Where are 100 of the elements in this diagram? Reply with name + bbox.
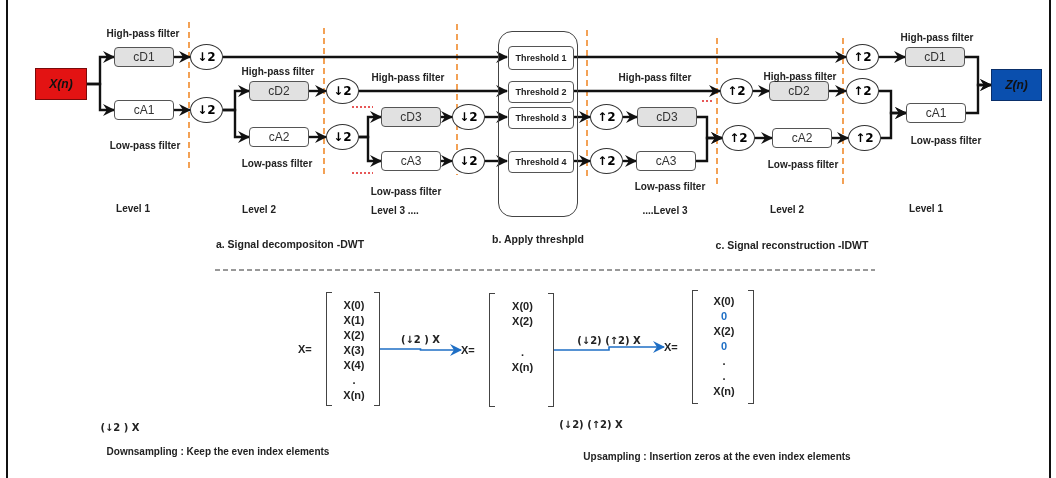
node-label: cD2 [268,84,290,98]
coefficient-box [906,103,966,123]
node-label: Threshold 1 [515,53,567,63]
filter-label: Low-pass filter [634,180,706,193]
node-label: cD3 [400,110,422,124]
threshold-box [508,81,574,103]
coefficient-box [772,128,832,148]
arrow [309,131,327,143]
arrow [832,132,849,144]
arrow [881,107,907,140]
downsampler-ellipse [326,124,359,150]
equals-sign: X= [298,343,312,355]
arrow [623,111,638,123]
node-label: cD2 [788,84,810,98]
vector-entry: . [519,345,526,360]
upsampler-ellipse [590,148,623,174]
coefficient-box [637,107,697,127]
upsampler-ellipse [720,78,753,104]
sampling-label: ↑2 [597,154,616,168]
sampling-label: ↑2 [597,110,616,124]
arrow [829,85,847,97]
sampling-label: ↓2 [197,50,216,64]
column-vector [664,290,754,404]
formula-text: (↓2) (↑2) X [559,418,623,431]
equals-sign: X= [664,341,678,353]
arrow [441,111,453,123]
sampling-label: ↓2 [459,154,478,168]
filter-label: Low-pass filter [767,158,839,171]
node-label: cA2 [791,131,813,145]
sampling-label: ↓2 [459,110,478,124]
section-caption: c. Signal reconstruction -IDWT [715,239,869,252]
node-label: Z(n) [1005,78,1028,92]
coefficient-box [249,81,309,101]
filter-label: High-pass filter [618,71,692,84]
arrow [573,155,591,167]
node-label: cD1 [924,50,946,64]
filter-label: High-pass filter [106,27,180,40]
level-label: Level 3 .... [371,204,419,217]
arrow [696,132,723,163]
output-signal-box [991,69,1042,101]
vector-entry: X(2) [712,324,736,339]
coefficient-box [249,127,309,147]
arrow [573,111,591,123]
arrow [755,132,773,144]
vector-entry: X(1) [342,313,366,328]
downsampler-ellipse [326,78,359,104]
arrow [966,79,992,115]
vector-entry: . [721,354,727,369]
arrow [379,344,462,356]
arrow [359,85,508,97]
coefficient-box [769,81,829,101]
sampling-label: ↑2 [727,84,746,98]
coefficient-box [381,107,441,127]
arrow [174,51,191,63]
vector-entry: X(n) [712,384,736,399]
filter-label: High-pass filter [241,65,315,78]
sampling-label: ↓2 [197,103,216,117]
note-text: Downsampling : Keep the even index elements [106,445,330,458]
arrow [573,51,847,63]
threshold-box [508,107,574,129]
level-label: Level 2 [770,203,804,216]
filter-label: High-pass filter [763,70,837,83]
arrow [359,135,382,167]
arrow [223,108,250,143]
sampling-label: ↓2 [333,130,352,144]
threshold-box [508,46,574,70]
edge-label: (↓2) (↑2) X [575,335,643,346]
arrow [174,104,191,116]
node-label: cA1 [925,106,947,120]
node-label: cA3 [400,154,422,168]
column-vector [461,293,554,407]
coefficient-box [114,47,174,67]
sampling-label: ↑2 [853,50,872,64]
vector-entry: 0 [719,309,729,324]
arrow [87,82,115,116]
vector-entry: . [351,373,357,388]
equals-sign: X= [461,344,475,356]
vector-entry: X(n) [342,388,366,403]
node-label: cD1 [133,50,155,64]
coefficient-box [114,100,174,120]
section-caption: b. Apply threshpld [492,233,584,246]
upsampler-ellipse [590,104,623,130]
node-label: cA3 [655,154,677,168]
filter-label: Low-pass filter [910,134,982,147]
vector-entry: . [721,369,727,384]
coefficient-box [636,151,696,171]
filter-label: Low-pass filter [370,185,442,198]
level-label: ....Level 3 [642,204,688,217]
threshold-panel [498,31,578,217]
note-text: Upsampling : Insertion zeros at the even index elements [583,450,851,463]
node-label: cD3 [656,110,678,124]
arrow [223,51,508,63]
filter-label: Low-pass filter [109,139,181,152]
upsampler-ellipse [846,44,879,70]
arrow [485,155,508,167]
vector-entry: X(2) [511,314,534,329]
sampling-label: ↓2 [333,84,352,98]
input-signal-box [35,68,87,100]
node-label: Threshold 2 [515,87,567,97]
node-label: cA1 [133,103,155,117]
